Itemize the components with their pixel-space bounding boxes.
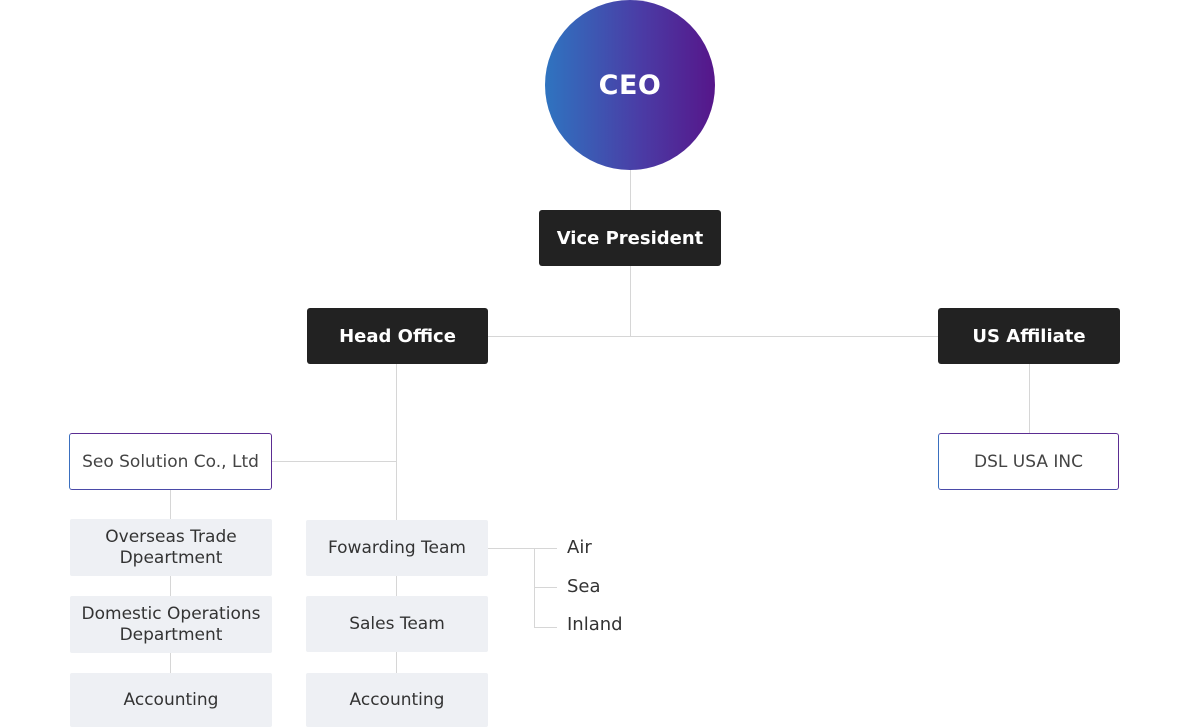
forwarding-mode-sea: Sea	[567, 576, 601, 597]
connector-vp-down	[630, 266, 631, 336]
us-affiliate-node: US Affiliate	[938, 308, 1120, 364]
forwarding-team-node: Fowarding Team	[306, 520, 488, 576]
head-accounting-node: Accounting	[306, 673, 488, 727]
connector-head-office-down	[396, 364, 397, 520]
seo-solution-node: Seo Solution Co., Ltd	[69, 433, 272, 490]
connector-forwarding-out	[488, 548, 557, 549]
sales-team-node: Sales Team	[306, 596, 488, 652]
head-office-node: Head Office	[307, 308, 488, 364]
overseas-trade-department-node: Overseas Trade Dpeartment	[70, 519, 272, 576]
dsl-usa-node: DSL USA INC	[938, 433, 1119, 490]
connector-ceo-vp	[630, 170, 631, 210]
connector-seo-col-3	[170, 652, 171, 673]
connector-head-us	[488, 336, 938, 337]
connector-us-dsl	[1029, 364, 1030, 434]
connector-sea	[534, 587, 557, 588]
domestic-operations-department-node: Domestic Operations Department	[70, 596, 272, 653]
vice-president-node: Vice President	[539, 210, 721, 266]
connector-inland	[534, 627, 557, 628]
connector-seo-solution	[272, 461, 396, 462]
connector-seo-col-2	[170, 575, 171, 596]
forwarding-mode-inland: Inland	[567, 614, 623, 635]
ceo-node: CEO	[545, 0, 715, 170]
connector-head-col-2	[396, 652, 397, 673]
seo-accounting-node: Accounting	[70, 673, 272, 727]
connector-seo-col-1	[170, 489, 171, 519]
forwarding-mode-air: Air	[567, 537, 592, 558]
connector-head-col-1	[396, 576, 397, 596]
